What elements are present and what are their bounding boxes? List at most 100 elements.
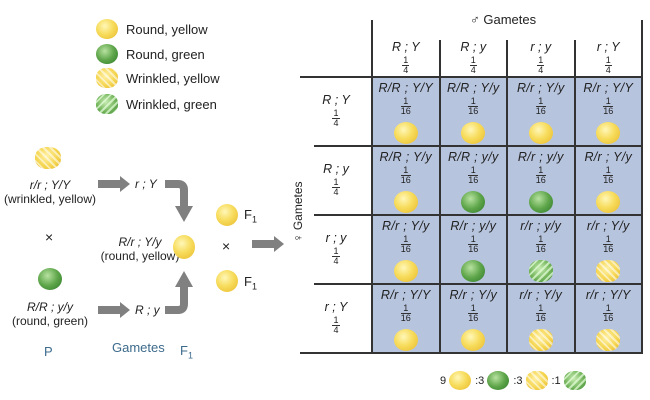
- gamete1-label: r ; Y: [135, 177, 157, 191]
- grid-line: [314, 214, 642, 216]
- ratio-count: 9: [440, 374, 447, 387]
- f1-phenotype: (round, yellow): [100, 249, 180, 263]
- round-yellow-pea-icon: [449, 371, 472, 390]
- grid-line: [438, 40, 441, 353]
- cell-genotype: R/r ; Y/y: [516, 81, 565, 95]
- f1-genotype: R/r ; Y/y: [118, 235, 162, 249]
- parent1: r/r ; Y/Y (wrinkled, yellow): [0, 178, 100, 206]
- round-yellow-pea-icon: [96, 19, 118, 39]
- f1-label: F1: [244, 207, 257, 225]
- bent-arrow-up-icon: [165, 271, 193, 314]
- arrow-right-icon: [252, 236, 284, 252]
- stage-label-gametes: Gametes: [112, 340, 165, 355]
- round-green-pea-icon: [487, 371, 510, 390]
- round-yellow-pea-icon: [393, 122, 418, 144]
- ratio-count: :1: [551, 374, 561, 387]
- cell-genotype: R/R ; Y/y: [379, 150, 432, 164]
- cell-genotype: r/r ; Y/y: [519, 288, 563, 302]
- f1-pea-icon: [216, 204, 238, 226]
- wrinkled-yellow-pea-icon: [596, 329, 621, 351]
- parent2-genotype: R/R ; y/y: [26, 300, 73, 314]
- f1-label: F1: [244, 274, 257, 292]
- wrinkled-yellow-pea-icon: [596, 260, 621, 282]
- parent2-round-green-pea-icon: [38, 268, 62, 290]
- stage-label-p: P: [44, 344, 53, 359]
- ratio-count: :3: [513, 374, 523, 387]
- bent-arrow-down-icon: [165, 180, 193, 222]
- cell-genotype: R/R ; Y/y: [447, 81, 500, 95]
- wrinkled-yellow-pea-icon: [525, 371, 548, 390]
- cross-symbol: ×: [45, 229, 54, 245]
- legend-item: Round, yellow: [96, 18, 208, 40]
- cell-genotype: R/R ; y/y: [447, 150, 499, 164]
- f1-pea-icon: [216, 270, 238, 292]
- grid-line: [300, 76, 642, 78]
- cell-genotype: R/r ; Y/y: [584, 150, 633, 164]
- wrinkled-yellow-pea-icon: [528, 329, 553, 351]
- cell-genotype: r/r ; Y/Y: [585, 288, 631, 302]
- round-yellow-pea-icon: [596, 191, 621, 213]
- male-gametes-header: ♂ Gametes: [470, 12, 537, 27]
- round-yellow-pea-icon: [596, 122, 621, 144]
- round-yellow-pea-icon: [461, 122, 486, 144]
- round-green-pea-icon: [96, 44, 118, 64]
- grid-line: [314, 145, 642, 147]
- cell-genotype: R/r ; Y/Y: [583, 81, 634, 95]
- round-yellow-pea-icon: [528, 122, 553, 144]
- cell-genotype: R/r ; Y/y: [449, 288, 498, 302]
- wrinkled-green-pea-icon: [528, 260, 553, 282]
- parent2: R/R ; y/y (round, green): [0, 300, 100, 328]
- cell-genotype: R/r ; y/y: [517, 150, 564, 164]
- cell-genotype: R/r ; Y/Y: [380, 288, 431, 302]
- grid-line: [314, 283, 642, 285]
- legend-label: Round, yellow: [126, 21, 208, 37]
- legend-label: Wrinkled, green: [126, 96, 217, 112]
- cell-genotype: r/r ; Y/y: [586, 219, 630, 233]
- cell-genotype: r/r ; y/y: [520, 219, 562, 233]
- parent1-phenotype: (wrinkled, yellow): [3, 192, 97, 206]
- legend-item: Wrinkled, green: [96, 93, 217, 115]
- cell-genotype: R/r ; Y/y: [381, 219, 430, 233]
- parent2-phenotype: (round, green): [11, 314, 89, 328]
- grid-line: [371, 20, 373, 353]
- f1-round-yellow-pea-icon: [173, 235, 195, 259]
- arrow-right-icon: [98, 302, 130, 318]
- grid-line: [506, 40, 508, 353]
- round-yellow-pea-icon: [393, 329, 418, 351]
- round-yellow-pea-icon: [393, 260, 418, 282]
- grid-line: [573, 40, 576, 353]
- stage-label-f1: F1: [180, 343, 193, 361]
